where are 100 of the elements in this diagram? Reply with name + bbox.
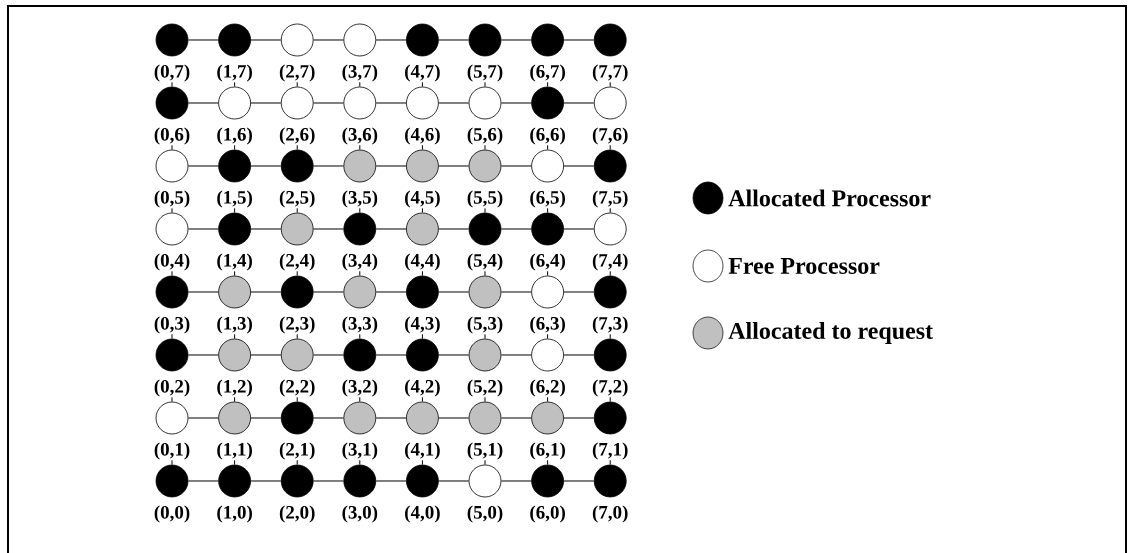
grid-link [359, 270, 361, 277]
grid-link [313, 291, 344, 293]
coordinate-label: (0,3) [154, 316, 190, 334]
grid-link [500, 480, 532, 482]
coordinate-label: (1,5) [217, 190, 252, 208]
grid-link [250, 228, 282, 230]
coordinate-label: (5,3) [467, 316, 503, 334]
grid-link [421, 270, 423, 277]
grid-link [609, 459, 611, 466]
grid-link [171, 396, 173, 403]
coordinate-label: (2,4) [279, 253, 315, 271]
grid-link [359, 396, 361, 403]
grid-link [421, 81, 423, 88]
grid-link [234, 396, 236, 403]
grid-link [187, 228, 219, 230]
grid-link [171, 207, 173, 214]
coordinate-label: (3,3) [342, 316, 378, 334]
grid-link [234, 144, 236, 151]
grid-link [171, 81, 173, 88]
coordinate-label: (6,1) [530, 442, 565, 460]
grid-link [359, 459, 361, 466]
grid-link [187, 39, 219, 41]
grid-link [484, 459, 486, 466]
grid-link [500, 102, 532, 104]
grid-link [547, 144, 549, 151]
grid-link [563, 165, 595, 167]
coordinate-label: (0,6) [154, 127, 190, 145]
grid-link [438, 228, 470, 230]
grid-link [438, 354, 470, 356]
grid-link [609, 207, 611, 214]
grid-link [250, 354, 282, 356]
grid-link [421, 144, 423, 151]
grid-link [421, 396, 423, 403]
coordinate-label: (1,1) [217, 442, 252, 460]
grid-link [313, 102, 344, 104]
grid-link [187, 354, 219, 356]
coordinate-label: (7,4) [592, 253, 628, 271]
grid-link [375, 102, 407, 104]
coordinate-label: (1,6) [217, 127, 252, 145]
grid-link [375, 165, 407, 167]
coordinate-label: (4,0) [405, 505, 440, 523]
grid-link [438, 102, 470, 104]
grid-link [171, 270, 173, 277]
grid-link [421, 459, 423, 466]
coordinate-label: (0,1) [154, 442, 190, 460]
grid-link [563, 291, 595, 293]
grid-link [547, 81, 549, 88]
grid-link [484, 144, 486, 151]
coordinate-label: (6,0) [530, 505, 565, 523]
coordinate-label: (1,2) [217, 379, 252, 397]
grid-link [484, 207, 486, 214]
grid-link [500, 354, 532, 356]
grid-link [375, 354, 407, 356]
coordinate-label: (7,7) [592, 64, 628, 82]
grid-link [313, 417, 344, 419]
grid-link [563, 102, 595, 104]
grid-link [359, 207, 361, 214]
coordinate-label: (6,2) [530, 379, 565, 397]
grid-link [234, 207, 236, 214]
coordinate-label: (6,7) [530, 64, 565, 82]
grid-link [375, 39, 407, 41]
grid-link [438, 165, 470, 167]
coordinate-label: (1,0) [217, 505, 252, 523]
grid-link [500, 291, 532, 293]
grid-link [438, 417, 470, 419]
grid-link [563, 228, 595, 230]
coordinate-label: (2,6) [279, 127, 315, 145]
grid-link [296, 459, 298, 466]
coordinate-label: (4,2) [405, 379, 440, 397]
coordinate-label: (4,1) [405, 442, 440, 460]
grid-link [421, 333, 423, 340]
grid-link [484, 333, 486, 340]
coordinate-label: (4,4) [405, 253, 440, 271]
legend-label: Allocated to request [728, 322, 933, 344]
grid-link [484, 396, 486, 403]
grid-link [296, 333, 298, 340]
grid-link [171, 459, 173, 466]
coordinate-label: (2,0) [279, 505, 315, 523]
coordinate-label: (6,3) [530, 316, 565, 334]
grid-link [375, 480, 407, 482]
coordinate-label: (4,5) [405, 190, 440, 208]
coordinate-label: (2,2) [279, 379, 315, 397]
coordinate-label: (3,2) [342, 379, 378, 397]
grid-link [234, 81, 236, 88]
coordinate-label: (1,3) [217, 316, 252, 334]
coordinate-label: (2,1) [279, 442, 315, 460]
grid-link [484, 270, 486, 277]
coordinate-label: (2,5) [279, 190, 315, 208]
grid-link [296, 81, 298, 88]
legend-label: Allocated Processor [728, 189, 931, 207]
grid-link [359, 333, 361, 340]
grid-link [609, 144, 611, 151]
grid-link [609, 270, 611, 277]
coordinate-label: (6,5) [530, 190, 565, 208]
grid-link [609, 333, 611, 340]
coordinate-label: (7,2) [592, 379, 628, 397]
coordinate-label: (3,5) [342, 190, 378, 208]
grid-link [187, 165, 219, 167]
grid-link [500, 39, 532, 41]
grid-link [313, 165, 344, 167]
